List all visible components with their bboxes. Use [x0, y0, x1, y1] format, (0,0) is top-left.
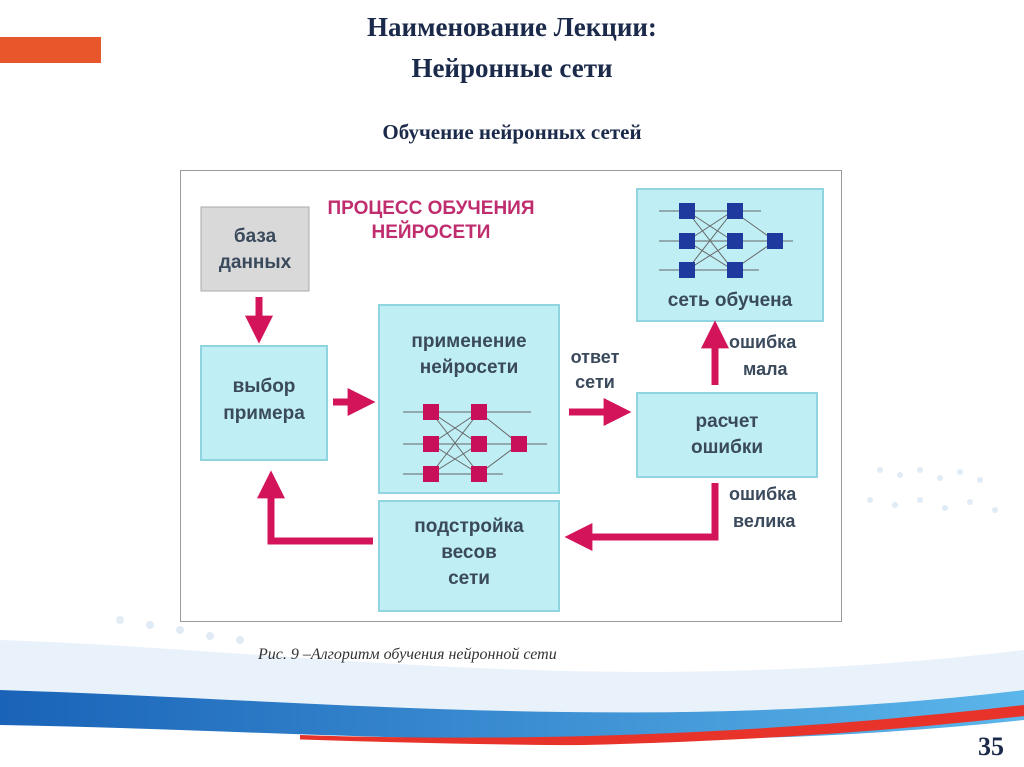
adjust-weights-node: подстройка весов сети	[378, 500, 560, 612]
accent-bar	[0, 37, 101, 63]
select-example-line2: примера	[223, 403, 305, 424]
section-subtitle: Обучение нейронных сетей	[382, 120, 642, 144]
diagram-heading-line1: ПРОЦЕСС ОБУЧЕНИЯ	[328, 198, 535, 219]
select-example-line1: выбор	[233, 376, 296, 397]
error-large-line1: ошибка	[729, 484, 797, 504]
error-calc-node: расчет ошибки	[636, 392, 818, 478]
diagram-heading-line2: НЕЙРОСЕТИ	[372, 221, 491, 243]
apply-network-line1: применение	[411, 331, 526, 352]
database-node: база данных	[200, 206, 310, 292]
arrow-error-to-adjust	[564, 483, 719, 551]
select-example-node: выбор примера	[200, 345, 328, 461]
database-label-line2: данных	[219, 252, 292, 273]
training-process-diagram: ПРОЦЕСС ОБУЧЕНИЯ НЕЙРОСЕТИ база данных в…	[180, 170, 842, 622]
error-small-line1: ошибка	[729, 332, 797, 352]
arrow-adjust-to-select	[257, 470, 373, 545]
error-calc-line1: расчет	[696, 411, 759, 432]
apply-network-line2: нейросети	[420, 357, 519, 378]
figure-caption: Рис. 9 –Алгоритм обучения нейронной сети	[258, 646, 557, 663]
database-label-line1: база	[234, 226, 277, 247]
adjust-weights-line3: сети	[448, 568, 490, 589]
trained-net-icon	[659, 203, 793, 278]
adjust-weights-line1: подстройка	[414, 516, 524, 537]
error-calc-line2: ошибки	[691, 437, 763, 458]
page-number: 35	[978, 732, 1004, 761]
diagram-canvas: ПРОЦЕСС ОБУЧЕНИЯ НЕЙРОСЕТИ база данных в…	[200, 188, 824, 612]
trained-network-label: сеть обучена	[668, 290, 793, 311]
trained-network-node: сеть обучена	[636, 188, 824, 322]
apply-network-node: применение нейросети	[378, 304, 560, 494]
adjust-weights-line2: весов	[441, 542, 497, 563]
error-small-line2: мала	[743, 359, 789, 379]
lecture-title: Нейронные сети	[411, 53, 613, 83]
neural-net-icon	[403, 404, 547, 482]
answer-label-line2: сети	[575, 372, 615, 392]
error-large-line2: велика	[733, 511, 796, 531]
answer-label-line1: ответ	[571, 347, 620, 367]
lecture-title-label: Наименование Лекции:	[367, 12, 657, 42]
